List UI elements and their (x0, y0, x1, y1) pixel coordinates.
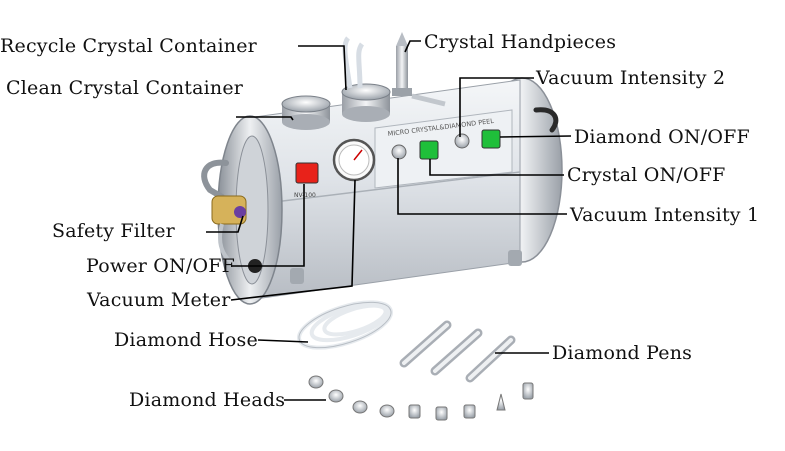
vacuum-meter (332, 138, 376, 182)
power-switch[interactable] (295, 162, 319, 184)
crystal-switch[interactable] (419, 140, 439, 160)
vacuum-intensity-1-knob[interactable] (391, 144, 407, 160)
recycle-crystal-container (341, 36, 391, 122)
label-diamond-pens: Diamond Pens (552, 342, 693, 364)
diamond-switch[interactable] (481, 129, 501, 149)
label-power-on-off: Power ON/OFF (86, 255, 236, 277)
label-diamond-hose: Diamond Hose (114, 329, 258, 351)
crystal-handpiece (392, 32, 446, 107)
model-text: NV-100 (294, 192, 316, 199)
label-vacuum-intensity-1: Vacuum Intensity 1 (570, 204, 760, 226)
vacuum-intensity-2-knob[interactable] (454, 133, 470, 149)
leader-lines (206, 40, 572, 401)
label-diamond-on-off: Diamond ON/OFF (574, 126, 750, 148)
label-crystal-handpieces: Crystal Handpieces (424, 31, 617, 53)
diamond-heads (308, 375, 534, 421)
clean-crystal-container (281, 95, 331, 130)
label-vacuum-intensity-2: Vacuum Intensity 2 (536, 67, 726, 89)
label-diamond-heads: Diamond Heads (129, 389, 286, 411)
diamond-hose (297, 300, 393, 350)
label-crystal-on-off: Crystal ON/OFF (567, 164, 726, 186)
label-recycle-crystal-container: Recycle Crystal Container (0, 35, 257, 57)
label-safety-filter: Safety Filter (52, 220, 175, 242)
label-clean-crystal-container: Clean Crystal Container (6, 77, 244, 99)
diamond-pens (399, 320, 516, 383)
label-vacuum-meter: Vacuum Meter (87, 289, 231, 311)
